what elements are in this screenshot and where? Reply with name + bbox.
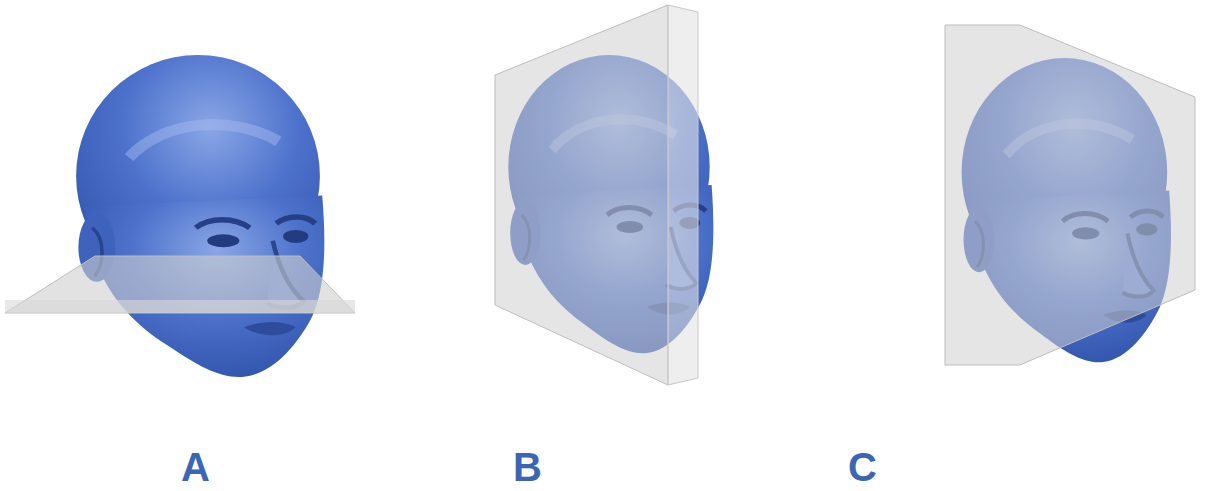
- panel-letter: A: [181, 447, 210, 487]
- panel-letter: C: [848, 447, 877, 487]
- panel-letter: B: [513, 447, 542, 487]
